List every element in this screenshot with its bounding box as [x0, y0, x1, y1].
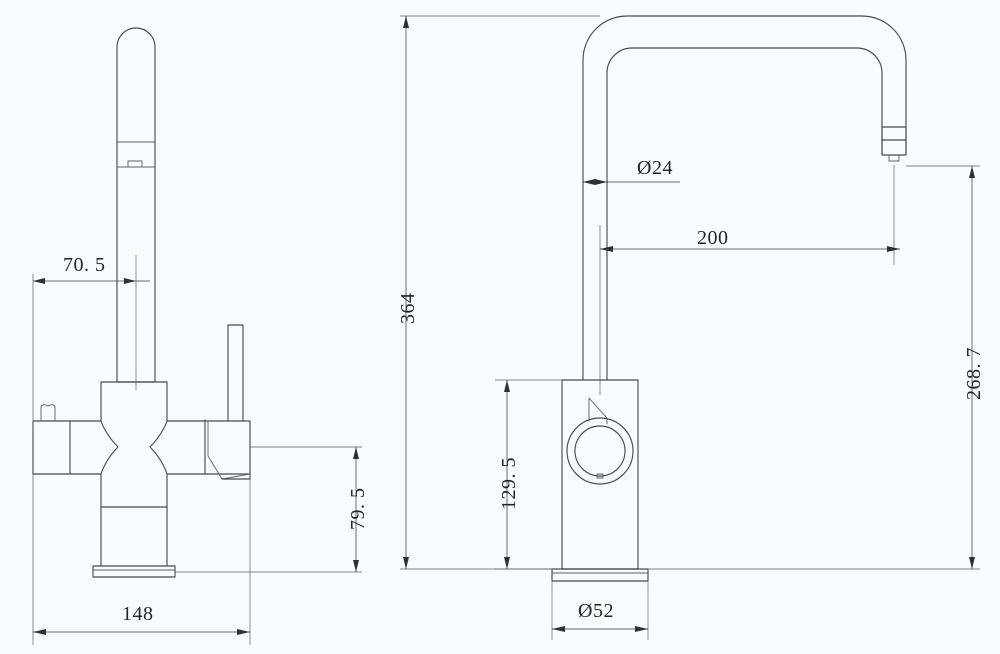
front-base-plate: [92, 565, 176, 578]
dim-52-arrow-left: [552, 626, 565, 632]
dim-148-arrow-right: [237, 629, 250, 635]
dimension-52: [551, 581, 649, 640]
dimension-label-52: Ø52: [578, 600, 614, 622]
front-left-handle-barrel: [32, 420, 102, 475]
dimension-label-148: 148: [122, 603, 154, 625]
front-body-cross: [100, 381, 168, 508]
dim-70-5-arrow-left: [33, 278, 45, 284]
dimension-label-200: 200: [697, 227, 729, 249]
front-spout-tube: [116, 27, 156, 383]
front-left-handle-cap: [40, 404, 56, 422]
dim-79-5-arrow-bottom: [353, 560, 359, 572]
dimension-148: [32, 474, 251, 645]
dim-200-arrow-right: [887, 246, 900, 252]
side-aerator-nub: [888, 154, 900, 162]
front-view-geometry: [32, 27, 251, 578]
dim-129-5-arrow-top: [504, 380, 510, 392]
side-handle-outer-ring: [566, 417, 634, 485]
dim-24-arrow-left: [583, 179, 595, 185]
dimension-79-5: [175, 446, 362, 573]
dimension-label-24: Ø24: [637, 157, 673, 179]
dimension-label-129-5: 129. 5: [498, 457, 520, 510]
dim-268-7-arrow-bottom: [969, 557, 975, 569]
side-handle-lever-triangle: [588, 397, 608, 425]
dim-24-arrow-right: [595, 179, 607, 185]
side-spout-inner: [606, 47, 883, 381]
front-spout-notch: [127, 160, 143, 168]
dimension-label-268-7: 268. 7: [963, 347, 985, 400]
front-right-handle-lever-stick: [227, 324, 244, 422]
side-handle-index-mark: [596, 473, 604, 479]
dimension-label-70-5: 70. 5: [63, 254, 106, 276]
side-spout-outer: [582, 15, 907, 381]
side-body-column: [561, 379, 639, 570]
side-handle-inner-ring: [574, 425, 626, 477]
dimension-24: [583, 179, 680, 185]
dimension-200: [599, 165, 900, 395]
dim-268-7-arrow-top: [969, 166, 975, 178]
side-aerator-block: [881, 126, 907, 156]
dimension-70-5: [32, 255, 150, 432]
dim-70-5-arrow-right: [124, 278, 136, 284]
dimension-129-5: [495, 379, 562, 570]
front-right-handle-lever-wedge: [207, 420, 251, 480]
front-right-handle-barrel: [166, 420, 251, 475]
side-view-geometry: [551, 15, 907, 582]
dim-148-arrow-left: [33, 629, 46, 635]
front-lower-column: [100, 506, 168, 567]
side-base-plate: [551, 568, 649, 582]
dimension-label-364: 364: [397, 292, 419, 325]
dimension-268-7: [648, 165, 980, 570]
dim-364-arrow-top: [403, 16, 409, 28]
dim-364-arrow-bottom: [403, 557, 409, 569]
dim-200-arrow-left: [600, 246, 613, 252]
dim-52-arrow-right: [635, 626, 648, 632]
dim-129-5-arrow-bottom: [504, 557, 510, 569]
dim-79-5-arrow-top: [353, 447, 359, 459]
dimension-label-79-5: 79. 5: [347, 487, 369, 531]
